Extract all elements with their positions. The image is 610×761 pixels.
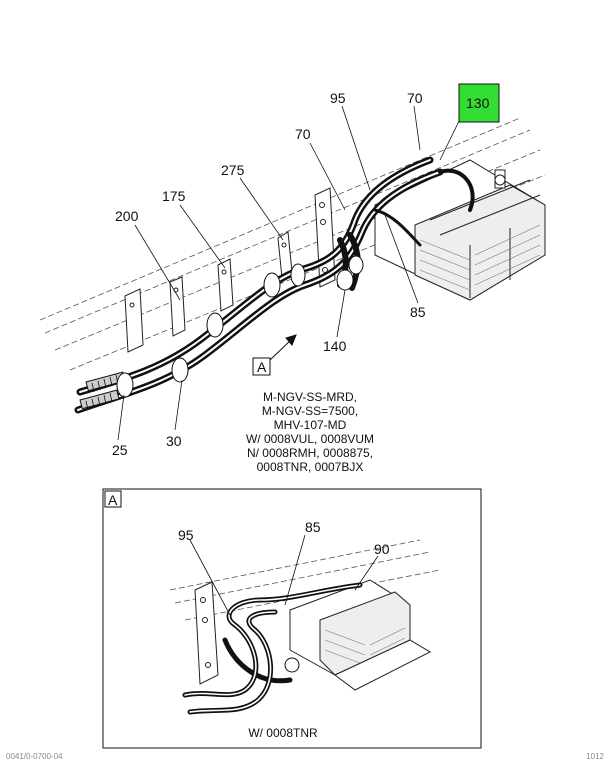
detail-callout-85: 85 [305,519,321,535]
callout-95: 95 [330,90,346,106]
bracket-175 [217,258,234,312]
callout-175: 175 [162,188,186,204]
note-line-1: M-NGV-SS-MRD, [263,390,357,404]
detail-leader-lines [189,534,379,616]
view-marker-label: A [257,359,267,375]
callout-85: 85 [410,304,426,320]
note-line-3: MHV-107-MD [274,418,347,432]
note-line-4: W/ 0008VUL, 0008VUM [246,432,374,446]
callout-275: 275 [221,162,245,178]
detail-marker-label: A [108,492,118,508]
direction-arrow [269,334,297,361]
detail-callout-95: 95 [178,527,194,543]
bracket-200 [124,276,186,353]
detail-callout-90: 90 [374,541,390,557]
detail-view [102,488,482,749]
callout-130-highlight [458,83,500,123]
callout-25: 25 [112,442,128,458]
note-line-5: N/ 0008RMH, 0008875, [247,446,373,460]
note-line-2: M-NGV-SS=7500, [262,404,358,418]
callout-30: 30 [166,433,182,449]
main-callouts: 95 70 130 70 275 175 200 85 140 25 30 A [112,90,490,458]
callout-70-left: 70 [295,126,311,142]
callout-200: 200 [115,208,139,224]
detail-clamp [284,657,300,673]
detail-caption: W/ 0008TNR [248,726,318,740]
main-view [39,83,546,441]
detail-marker-box [104,490,122,508]
battery-box [374,159,546,301]
callout-130: 130 [466,95,490,111]
detail-bracket [194,581,219,685]
detail-labels: A 95 85 90 W/ 0008TNR [108,492,390,740]
callout-70-right: 70 [407,90,423,106]
view-marker-box [252,357,271,376]
callout-140: 140 [323,338,347,354]
leader-lines [117,105,463,441]
footer-left: 0041/0-0700-04 [6,752,63,761]
application-notes: M-NGV-SS-MRD, M-NGV-SS=7500, MHV-107-MD … [246,390,374,474]
detail-battery [289,579,432,691]
note-line-6: 0008TNR, 0007BJX [257,460,364,474]
footer-right: 1012 [586,752,604,761]
clamps [116,255,364,398]
detail-harness-inner [184,584,361,713]
